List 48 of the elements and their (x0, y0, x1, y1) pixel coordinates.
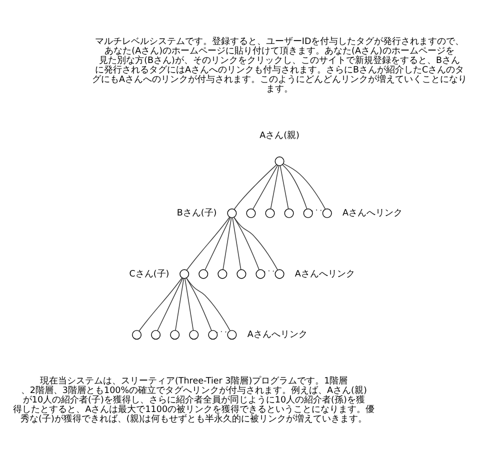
node-circle (303, 208, 313, 218)
node-circle (236, 268, 246, 278)
connector (264, 270, 276, 272)
node-circle (151, 330, 161, 340)
node-circle (170, 330, 180, 340)
node-circle (218, 268, 228, 278)
node-circle (265, 208, 275, 218)
connector (186, 216, 230, 270)
node-circle (284, 208, 294, 218)
connector (280, 164, 289, 209)
label: 現在当システムは、スリーティア(Three-Tier 3階層)プログラムです。1階層、2階層、3階層とも100%の確立でタグへリンクが付与されます。例えば、Aさん(親)が10人の紹介者(子)を獲得し、さらに紹介者全員が同じように10人の紹介者(孫)を獲得したとすると、Aさんは最大で1100の被リンクを獲得できるということになります。優秀な(子)が獲得できれば、(親)は何もせずとも半永久的に被リンクが増えていきます。 (13, 376, 375, 424)
connector (138, 277, 182, 331)
label: マルチレベルシステムです。登録すると、ユーザーIDを付与したタグが発行されますので、あなた(Aさん)のホームページに貼り付けて頂きます。あなた(Aさん)のホームページを見た別な方(Bさん)が、そのリンクをクリックし、このサイトで新規登録をすると、Bさんに発行されるタグにはAさんへのリンクも付与されます。さらにBさんが紹介したCさんのタグにもAさんへのリンクが付与されます。このようにどんどんリンクが増えていくことになります。 (92, 36, 468, 94)
node-circle (132, 330, 142, 340)
connector (175, 278, 184, 330)
connector (234, 164, 277, 210)
node-circle (198, 268, 208, 278)
connector (184, 278, 194, 330)
connector (252, 164, 278, 210)
node-label: Aさんへリンク (294, 268, 355, 279)
connector (234, 216, 260, 270)
node-circle (246, 208, 256, 218)
connector (216, 330, 228, 333)
node-circle (322, 208, 332, 218)
node-circle (274, 268, 284, 278)
node-label: Bさん(子) (176, 208, 217, 218)
node-circle (227, 208, 237, 218)
node-label: Aさんへリンク (247, 330, 308, 340)
node-circle (274, 156, 284, 166)
connector (232, 217, 242, 270)
connector (222, 217, 232, 270)
connector (234, 216, 278, 270)
connector (186, 277, 212, 330)
node-label: Cさん(子) (129, 268, 170, 279)
connector (283, 162, 326, 210)
connector (157, 277, 184, 331)
connector (186, 277, 231, 331)
node-label: Aさんへリンク (342, 208, 403, 218)
node-circle (208, 330, 218, 340)
connector (270, 164, 280, 209)
connector (312, 208, 324, 212)
connector (282, 164, 308, 209)
node-circle (189, 330, 199, 340)
node-circle (227, 330, 237, 340)
node-circle (180, 268, 190, 278)
node-label: Aさん(親) (260, 130, 300, 140)
node-circle (256, 268, 266, 278)
connector (204, 216, 231, 270)
